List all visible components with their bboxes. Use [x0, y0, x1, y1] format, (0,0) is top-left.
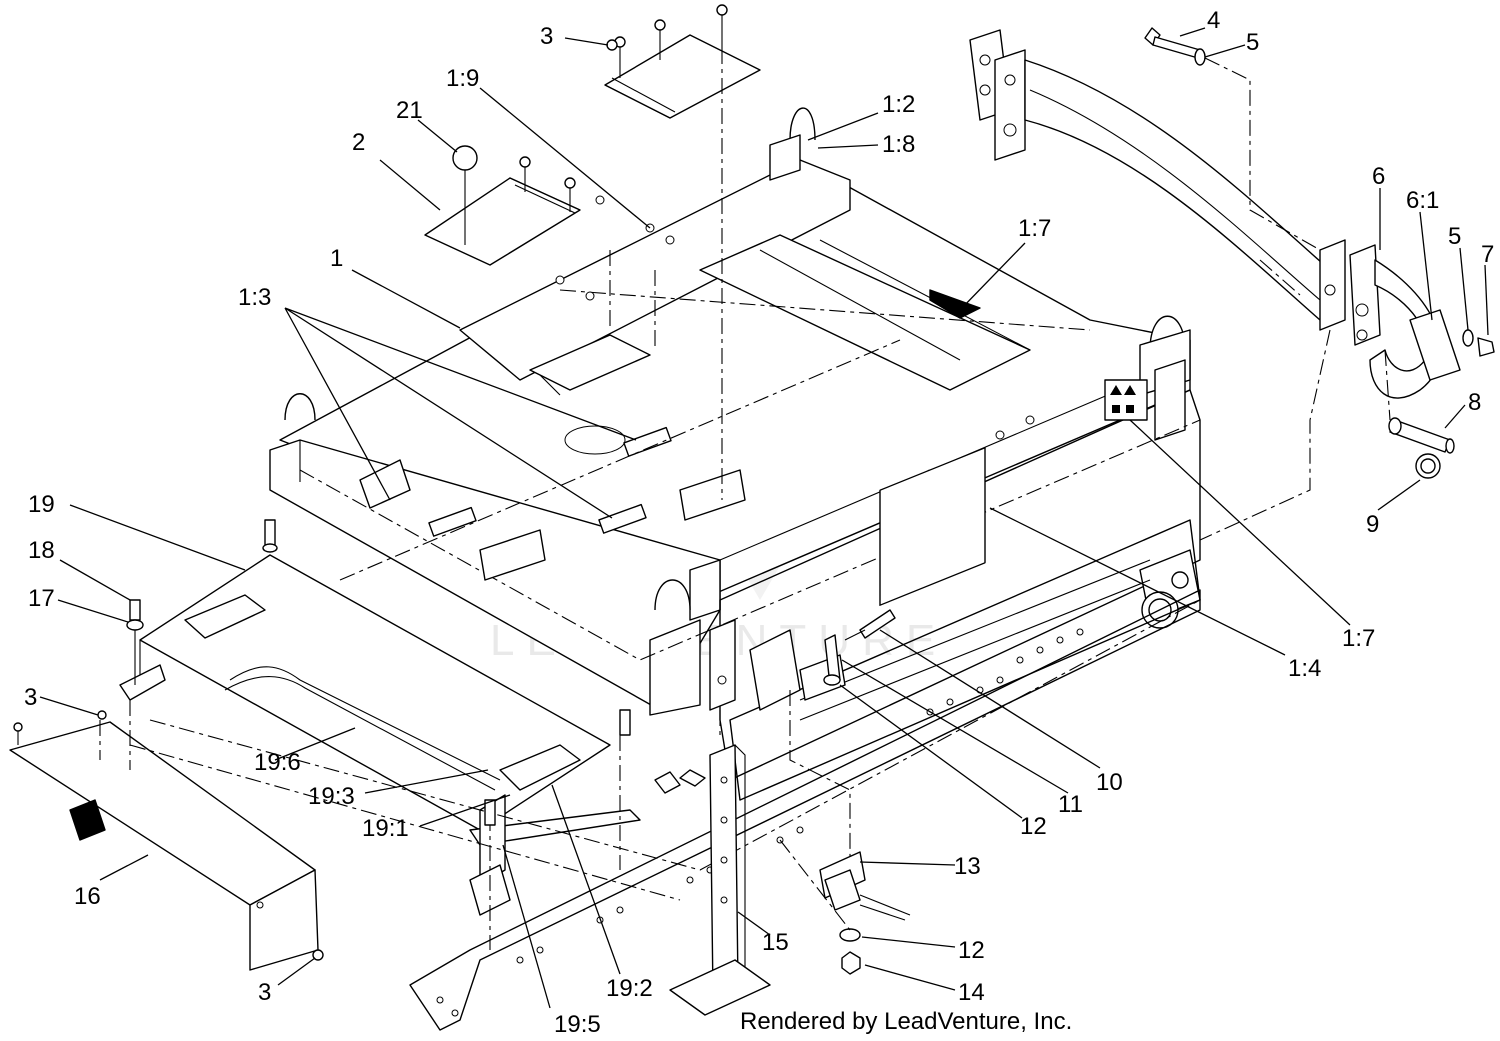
callout-9: 9 — [1366, 511, 1379, 538]
callout-5-right: 5 — [1448, 223, 1461, 250]
callout-11: 11 — [1058, 791, 1083, 818]
hitch-tongue — [969, 29, 1331, 321]
callout-2: 2 — [352, 129, 365, 156]
callout-19-5: 19:5 — [554, 1011, 601, 1038]
callout-3-top: 3 — [540, 23, 553, 50]
callout-18: 18 — [28, 537, 55, 564]
callout-1-2: 1:2 — [882, 91, 915, 118]
callout-19-2: 19:2 — [606, 975, 653, 1002]
callout-13: 13 — [954, 853, 981, 880]
lower-rail-holes — [436, 826, 804, 1017]
cover-plate-2 — [424, 145, 581, 266]
callout-3-left: 3 — [24, 684, 37, 711]
bracket-and-hardware — [749, 609, 911, 975]
callout-1-4: 1:4 — [1288, 655, 1321, 682]
callout-8: 8 — [1468, 389, 1481, 416]
leader-lines — [39, 27, 1489, 1009]
decal-warning — [1104, 379, 1148, 421]
callout-1-7-top: 1:7 — [1018, 215, 1051, 242]
callout-21: 21 — [396, 97, 423, 124]
callout-10: 10 — [1096, 769, 1123, 796]
callout-6: 6 — [1372, 163, 1385, 190]
callout-12-upper: 12 — [1020, 813, 1047, 840]
callout-7: 7 — [1481, 241, 1494, 268]
hitch-6 — [1319, 239, 1461, 399]
callout-19: 19 — [28, 491, 55, 518]
washer-bolt-7 — [1462, 329, 1495, 357]
callout-15: 15 — [762, 929, 789, 956]
callout-6-1: 6:1 — [1406, 187, 1439, 214]
callout-19-3: 19:3 — [308, 783, 355, 810]
callout-19-1: 19:1 — [362, 815, 409, 842]
callout-1-9: 1:9 — [446, 65, 479, 92]
callout-1-3: 1:3 — [238, 284, 271, 311]
bolt-4 — [1144, 27, 1321, 251]
callout-3-bottom: 3 — [258, 979, 271, 1006]
rendered-by-credit: Rendered by LeadVenture, Inc. — [740, 1008, 1072, 1035]
callout-labels: 1 1:2 1:3 1:4 1:7 1:7 1:8 1:9 2 3 3 3 4 … — [24, 7, 1494, 1038]
callout-17: 17 — [28, 585, 55, 612]
callout-12-lower: 12 — [958, 937, 985, 964]
cover-19 — [119, 554, 641, 916]
callout-1-8: 1:8 — [882, 131, 915, 158]
cover-16 — [9, 721, 319, 971]
screws — [13, 39, 631, 961]
callout-4: 4 — [1207, 7, 1220, 34]
callout-19-6: 19:6 — [254, 749, 301, 776]
callout-1: 1 — [330, 245, 343, 272]
callout-14: 14 — [958, 979, 985, 1006]
jack-stand-15 — [654, 619, 771, 1016]
callout-5-top: 5 — [1246, 29, 1259, 56]
pin-8 — [1388, 417, 1455, 479]
decals-1-3 — [428, 426, 672, 537]
callout-16: 16 — [74, 883, 101, 910]
callout-1-7-right: 1:7 — [1342, 625, 1375, 652]
